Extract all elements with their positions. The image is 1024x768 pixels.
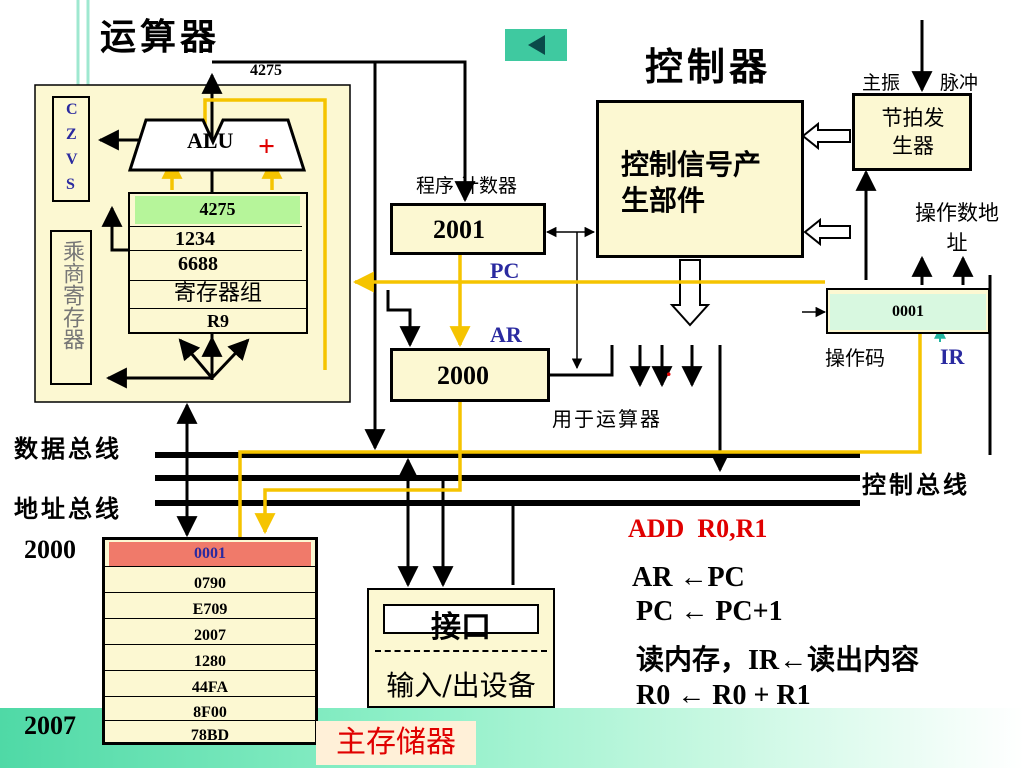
memory-cell-2003: 2007 [105,618,315,644]
main-osc-label: 主振 [862,72,901,94]
register-r1: 1234 [130,226,302,250]
memory-cell-2004: 1280 [105,644,315,670]
play-left-button[interactable] [505,29,567,61]
signal-dot: . [666,356,672,381]
for-alu-label: 用于运算器 [552,407,662,431]
alu-section-title: 运算器 [100,16,221,58]
memory-cell-2002: E709 [105,592,315,618]
play-left-icon [528,35,545,55]
ar-label: AR [490,322,522,347]
flag-z: Z [66,126,77,143]
control-section-title: 控制器 [645,44,772,89]
pc-label: PC [490,258,520,283]
memory-end-address: 2007 [24,711,76,740]
io-interface-label: 接口 [431,610,491,645]
control-bus-label: 控制总线 [862,470,970,499]
signal-unit: 控制信号产生部件 [596,100,804,258]
instruction-step-1: AR ←PC [632,562,745,593]
flag-v: V [66,151,78,168]
register-group: 4275 1234 6688 寄存器组 R9 [128,192,308,334]
clock-generator: 节拍发生器 [852,93,972,171]
signal-unit-label: 控制信号产生部件 [621,148,762,217]
instruction-step-4: R0 ← R0 + R1 [636,680,811,711]
pc-caption: 程序 计数器 [416,175,518,197]
instruction-step-3: 读内存，IR←读出内容 [636,645,920,676]
memory-cell-2007: 78BD [105,720,315,744]
instruction-step-2: PC ← PC+1 [636,596,783,627]
alu-label: ALU [187,128,234,153]
mul-div-register: 乘商寄存器 [50,230,92,385]
address-bus-label: 地址总线 [14,494,122,523]
ir-value: 0001 [830,294,986,330]
mul-div-register-label: 乘商寄存器 [59,240,84,350]
opcode-label: 操作码 [825,346,885,370]
memory-cell-2006: 8F00 [105,696,315,721]
memory-cell-2001: 0790 [105,566,315,592]
data-bus-label: 数据总线 [14,434,122,463]
alu-output-value: 4275 [250,62,282,79]
ar-value: 2000 [437,361,489,390]
program-counter: 2001 [390,203,546,255]
clock-generator-label: 节拍发生器 [881,106,945,158]
io-device-label: 输入/出设备 [386,669,536,702]
instruction-title: ADD R0,R1 [628,514,768,543]
ir-label: IR [940,344,965,369]
register-r9: R9 [130,308,306,332]
operand-address-label: 操作数地址 [915,201,999,255]
register-group-label: 寄存器组 [130,280,306,308]
register-r0: 4275 [135,196,300,224]
flag-c: C [66,101,78,118]
io-device: 接口 输入/出设备 [367,588,555,708]
memory-cell-2005: 44FA [105,670,315,696]
main-memory-label: 主存储器 [316,721,476,765]
flag-s: S [66,176,75,193]
pulse-label: 脉冲 [940,72,979,94]
address-register: 2000 [390,348,550,402]
instruction-register: 0001 [826,288,990,334]
flags-register: C Z V S [52,96,90,202]
memory-start-address: 2000 [24,535,76,564]
pc-value: 2001 [433,215,485,244]
io-divider [375,650,547,652]
alu-shape [128,118,307,172]
io-interface: 接口 [383,604,539,645]
register-r2: 6688 [130,250,302,278]
alu-plus: + [258,130,276,163]
memory-cell-2000: 0001 [109,542,311,566]
main-memory: 0001 0790 E709 2007 1280 44FA 8F00 78BD [102,537,318,745]
